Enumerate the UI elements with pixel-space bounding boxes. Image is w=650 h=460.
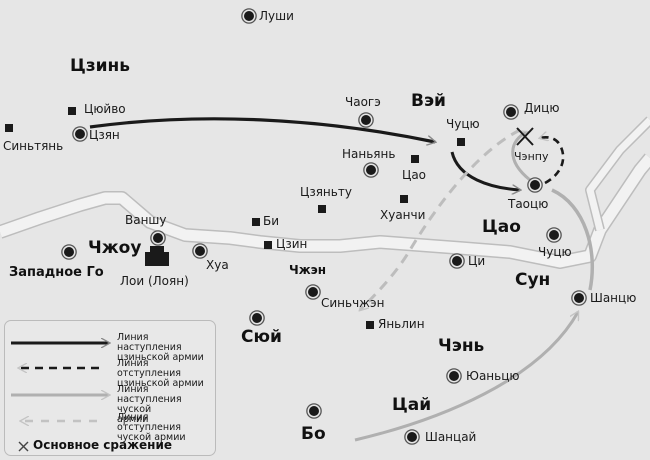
city-marker-jiang [75,129,85,139]
state-song: Сун [515,270,551,290]
state-xu: Сюй [241,327,282,347]
city-marker-shangqiu [574,293,584,303]
town-marker-cao [411,155,419,163]
state-western-guo: Западное Го [9,265,104,280]
place-shangcai: Шанцай [425,430,477,444]
jin-retreat-route [540,137,565,185]
city-marker-xu [252,313,262,323]
place-chaoge: Чаогэ [345,95,381,109]
city-marker-taoqiu [530,180,540,190]
place-xinzheng: Синьчжэн [321,296,385,310]
place-nanyang: Наньянь [342,147,396,161]
town-marker-xintian [5,124,13,132]
place-jiang: Цзян [89,128,120,142]
state-bo: Бо [301,424,326,444]
state-cai: Цай [392,395,432,415]
town-marker-bi [252,218,260,226]
town-marker-quwo [68,107,76,115]
town-marker-huanchi [400,195,408,203]
battle-crossed-swords-icon [516,127,534,146]
place-hua: Хуа [206,258,229,272]
place-ci: Ци [468,254,486,268]
town-marker-jiantu [318,205,326,213]
place-jiantu: Цзяньту [300,185,352,199]
chu-advance-route-2 [551,188,595,291]
place-loyi: Лои (Лоян) [120,274,189,288]
place-yanling: Яньлин [378,317,425,331]
city-marker-shangcai [407,432,417,442]
town-marker-chuqiu-wei [457,138,465,146]
city-marker-chuqiu-cao [549,230,559,240]
place-huanchi: Хуанчи [380,208,426,222]
state-chen: Чэнь [438,336,485,356]
city-marker-ci [452,256,462,266]
state-jin: Цзинь [70,56,131,76]
state-zheng: Чжэн [289,263,327,277]
jin-advance-route [89,117,435,142]
city-marker-wanshu [153,233,163,243]
city-marker-xinzheng [308,287,318,297]
city-marker-lushi [244,11,254,21]
city-marker-nanyang [366,165,376,175]
state-cao: Цао [482,217,521,237]
chu-retreat-route [360,128,521,310]
place-shangqiu: Шанцю [590,291,637,305]
place-cao-town: Цао [402,168,427,182]
state-zhou: Чжоу [88,238,142,258]
city-marker-yuanqiu [449,371,459,381]
legend-battle-label: Основное сражение [33,438,173,452]
chu-advance-route-1 [354,312,580,442]
place-bi: Би [263,214,280,228]
city-marker-hua [195,246,205,256]
city-marker-chaoge [361,115,371,125]
city-marker-western-guo [64,247,74,257]
place-chuqiu-wei: Чуцю [446,117,480,131]
place-taoqiu: Таоцю [508,197,549,211]
legend-chu-advance-label: Линия наступления чуской армии [117,384,182,425]
place-wanshu: Ваншу [125,213,167,227]
place-chuqiu-cao: Чуцю [538,245,572,259]
legend-jin-advance-label: Линия наступления цзиньской армии [117,332,204,363]
place-chengpu: Чэнпу [514,150,549,163]
map-legend: Линия наступления цзиньской армии Линия … [4,320,216,456]
legend-battle-icon [18,441,29,452]
place-yuanqiu: Юаньцю [466,369,520,383]
city-marker-bo [309,406,319,416]
place-xintian: Синьтянь [3,139,64,153]
jin-advance-route-2 [450,151,520,190]
legend-chu-retreat-label: Линия отступления чуской армии [117,412,186,443]
place-jin-town: Цзин [276,237,308,251]
city-marker-diqiu [506,107,516,117]
town-marker-jin [264,241,272,249]
state-wei: Вэй [411,91,446,111]
place-quwo: Цюйво [84,102,126,116]
town-marker-yanling [366,321,374,329]
place-diqiu: Дицю [524,101,560,115]
legend-jin-retreat-label: Линия отступления цзиньской армии [117,358,204,389]
yellow-river [0,116,650,269]
capital-palace-icon [145,246,169,266]
place-lushi: Луши [259,9,294,23]
